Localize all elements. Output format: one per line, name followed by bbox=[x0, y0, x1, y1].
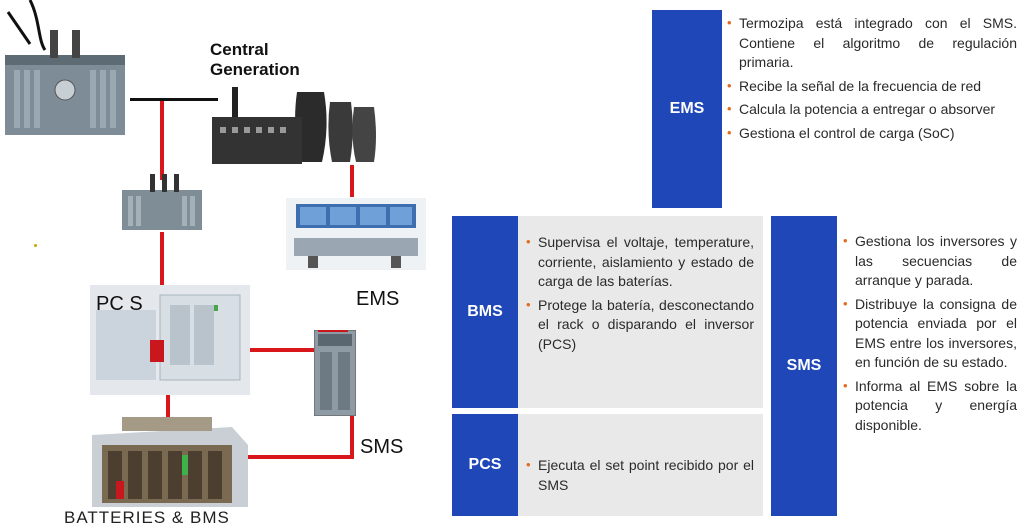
line-battery-to-sms bbox=[248, 455, 354, 459]
pcs-label: PC S bbox=[96, 293, 143, 315]
sms-item-2: Distribuye la consigna de potencia envia… bbox=[843, 294, 1017, 373]
sms-diagram-label: SMS bbox=[360, 436, 404, 458]
pcs-description-panel: Ejecuta el set point recibido por el SMS bbox=[526, 455, 754, 499]
sms-description-panel: Gestiona los inversores y las secuencias… bbox=[843, 232, 1017, 516]
ems-diagram-label: EMS bbox=[356, 288, 400, 310]
bms-description-panel: Supervisa el voltaje, temperature, corri… bbox=[526, 232, 754, 358]
pcs-title-box: PCS bbox=[452, 414, 518, 516]
sms-item-3: Informa al EMS sobre la potencia y energ… bbox=[843, 376, 1017, 436]
central-generation-label: Central Generation bbox=[210, 40, 300, 79]
system-diagram: Central Generation PC S bbox=[0, 0, 440, 527]
power-plant-icon bbox=[212, 87, 376, 164]
ems-item-3: Calcula la potencia a entregar o absorve… bbox=[727, 99, 1017, 120]
sms-cabinet-icon bbox=[314, 330, 356, 416]
bms-item-2: Protege la batería, desconectando el rac… bbox=[526, 295, 754, 355]
ems-description-panel: Termozipa está integrado con el SMS. Con… bbox=[727, 13, 1017, 147]
ems-title-box: EMS bbox=[652, 10, 722, 208]
bms-title-box: BMS bbox=[452, 216, 518, 408]
busbar bbox=[130, 98, 218, 101]
ems-item-1: Termozipa está integrado con el SMS. Con… bbox=[727, 13, 1017, 73]
batteries-caption: BATTERIES & BMS bbox=[64, 508, 230, 527]
main-transformer-icon bbox=[5, 0, 125, 135]
ems-item-4: Gestiona el control de carga (SoC) bbox=[727, 123, 1017, 144]
pcs-enclosure-icon bbox=[90, 285, 250, 395]
line-cabinet-to-sms bbox=[350, 414, 354, 458]
sms-item-1: Gestiona los inversores y las secuencias… bbox=[843, 232, 1017, 291]
pcs-item-1: Ejecuta el set point recibido por el SMS bbox=[526, 455, 754, 495]
line-pcs-to-cabinet bbox=[248, 348, 318, 352]
battery-container-icon bbox=[92, 417, 248, 507]
ems-control-room-icon bbox=[286, 198, 426, 270]
line-trafo2-to-pcs bbox=[160, 232, 164, 288]
line-pcs-to-battery bbox=[166, 392, 170, 432]
line-trafo-vertical bbox=[160, 100, 164, 180]
ems-item-2: Recibe la señal de la frecuencia de red bbox=[727, 76, 1017, 97]
dot-marker bbox=[34, 244, 37, 247]
bms-item-1: Supervisa el voltaje, temperature, corri… bbox=[526, 232, 754, 292]
line-central-to-ems bbox=[350, 165, 354, 197]
sms-title-box: SMS bbox=[771, 216, 837, 516]
transformer-icon bbox=[122, 174, 202, 230]
